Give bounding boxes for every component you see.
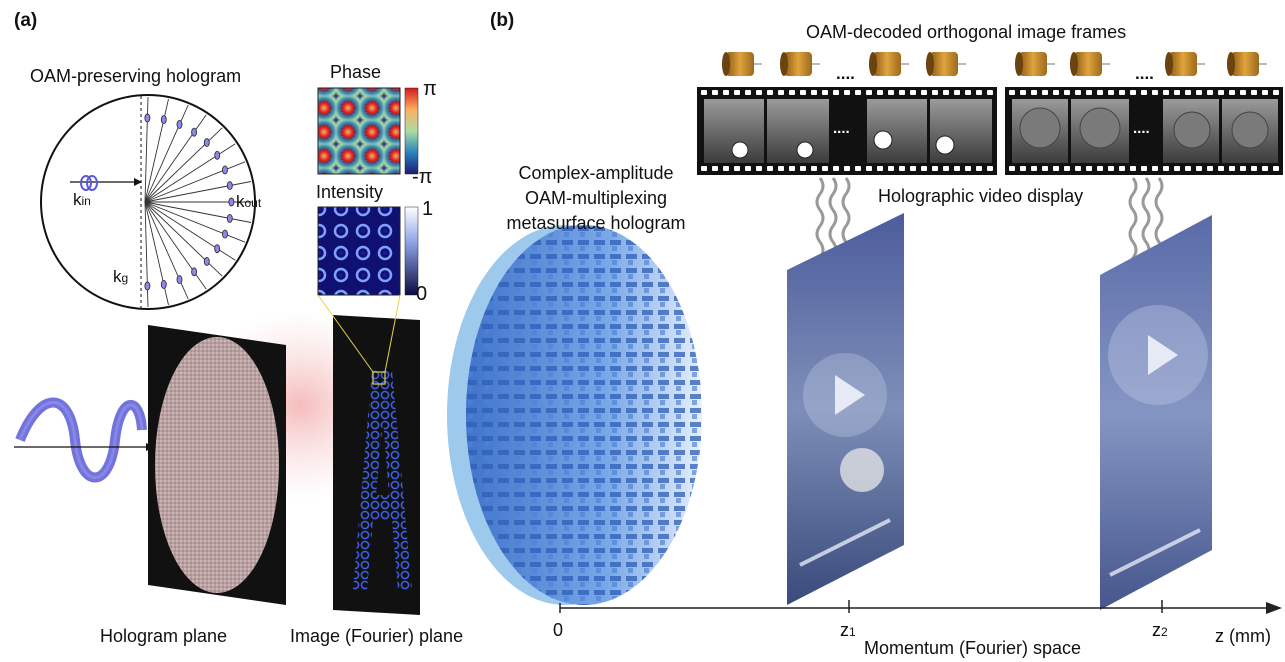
zoom-line-right <box>384 294 401 373</box>
phase-min-label: -π <box>412 166 433 188</box>
metasurface-label: Complex-amplitude OAM-multiplexing metas… <box>506 163 686 233</box>
dots-film-2: .... <box>1133 120 1150 137</box>
intensity-label: Intensity <box>316 182 384 202</box>
video-display-label: Holographic video display <box>878 186 1084 206</box>
axis-origin-label: 0 <box>553 620 564 640</box>
z-axis <box>559 600 1282 614</box>
hologram-plane <box>148 325 286 605</box>
axis-title: Momentum (Fourier) space <box>864 638 1082 658</box>
panel-a-tag: (a) <box>14 10 38 31</box>
panel-b-tag: (b) <box>490 10 515 31</box>
dots-1: .... <box>836 64 855 83</box>
film-strip-basketball <box>1005 87 1283 175</box>
metasurface-hologram <box>447 225 702 605</box>
axis-z1-label: z1 <box>840 620 856 640</box>
incoming-vortex-icon <box>80 175 98 191</box>
dots-film-1: .... <box>833 120 850 137</box>
phase-label: Phase <box>330 62 382 82</box>
dots-2: .... <box>1135 64 1154 83</box>
intensity-map <box>317 206 419 296</box>
intensity-min-label: 0 <box>416 283 428 305</box>
oam-beam-helix-icon <box>14 397 154 483</box>
oam-detector-icons <box>722 52 1267 76</box>
phase-map <box>317 87 419 175</box>
intensity-colorbar <box>404 206 419 296</box>
video-screen-z2 <box>1100 215 1212 610</box>
ewald-circle-diagram <box>40 94 256 310</box>
hologram-title: OAM-preserving hologram <box>30 66 242 86</box>
axis-z2-label: z2 <box>1152 620 1168 640</box>
video-screen-z1 <box>787 213 904 605</box>
image-plane <box>333 315 420 615</box>
play-icon <box>835 375 865 415</box>
intensity-max-label: 1 <box>422 198 434 220</box>
phase-colorbar <box>404 87 419 175</box>
hologram-plane-label: Hologram plane <box>100 626 228 646</box>
axis-unit-label: z (mm) <box>1215 626 1271 646</box>
k-g-label: kg <box>113 267 129 286</box>
k-in-label: kin <box>73 190 91 209</box>
phase-max-label: π <box>423 78 437 100</box>
k-out-label: kout <box>236 192 262 211</box>
zoom-line-left <box>317 294 374 373</box>
film-strip-soccer <box>697 87 997 175</box>
frames-title: OAM-decoded orthogonal image frames <box>806 22 1127 42</box>
image-plane-label: Image (Fourier) plane <box>290 626 464 646</box>
play-icon <box>1148 335 1178 375</box>
